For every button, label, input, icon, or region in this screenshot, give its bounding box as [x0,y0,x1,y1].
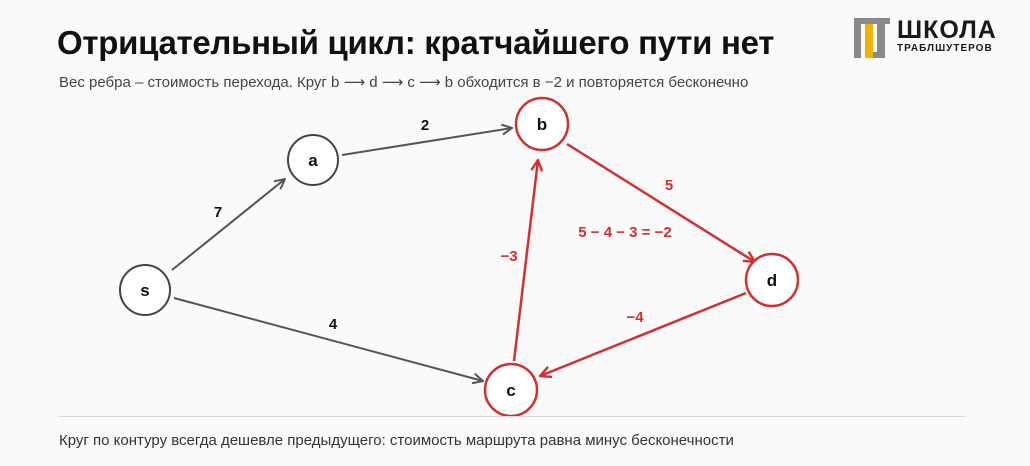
node-c: c [483,362,539,418]
page-subtitle: Вес ребра – стоимость перехода. Круг b ⟶… [59,74,749,91]
edge-s-a [171,179,285,271]
node-d: d [744,252,800,308]
school-logo: ШКОЛА ТРАБЛШУТЕРОВ [853,16,1013,60]
edge-weight-s-c: 4 [329,316,338,333]
logo-text-line1: ШКОЛА [897,16,997,44]
page-title: Отрицательный цикл: кратчайшего пути нет [57,24,775,61]
edge-weight-d-c: −4 [626,309,644,326]
node-b: b [514,96,570,152]
logo-mark-icon [854,18,890,58]
edge-c-b [512,160,538,362]
footer-note: Круг по контуру всегда дешевле предыдуще… [59,432,734,449]
footer-divider [59,416,965,417]
edge-s-c [173,297,483,381]
edge-weight-c-b: −3 [500,248,517,265]
edge-weight-b-d: 5 [665,177,673,194]
edge-weight-a-b: 2 [421,117,429,134]
node-s: s [119,264,171,316]
node-label-b: b [537,115,547,134]
node-label-c: c [506,381,515,400]
node-label-a: a [308,151,318,170]
edge-a-b [341,128,512,156]
node-label-s: s [140,281,149,300]
cycle-sum-label: 5 − 4 − 3 = −2 [578,224,671,241]
node-label-d: d [767,271,777,290]
node-a: a [287,134,339,186]
edge-d-c [540,291,747,376]
edge-weight-s-a: 7 [214,204,222,221]
logo-text-line2: ТРАБЛШУТЕРОВ [897,43,993,54]
edge-b-d [566,142,755,262]
